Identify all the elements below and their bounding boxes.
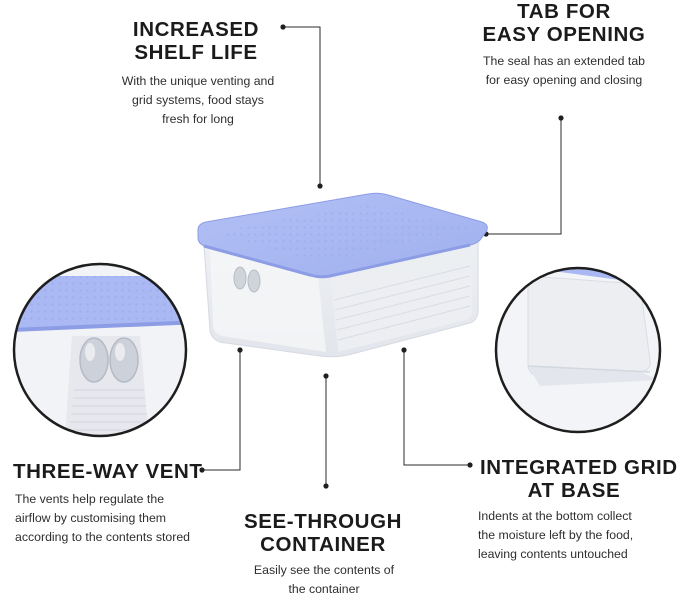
see-through-description: Easily see the contents of the container <box>253 563 395 596</box>
storage-container <box>197 192 488 358</box>
leader-easy-opening <box>486 118 562 235</box>
leader-dots <box>199 24 564 489</box>
see-through-heading: SEE-THROUGH CONTAINER <box>243 510 403 556</box>
lid-rim <box>203 243 471 279</box>
three-way-vent-heading: THREE-WAY VENT <box>13 460 203 483</box>
leader-integrated-grid <box>403 350 470 466</box>
container-base-grid <box>333 265 471 341</box>
leader-shelf-life <box>283 26 321 186</box>
leader-three-way-vent <box>202 350 241 471</box>
three-way-vent-description: The vents help regulate the airflow by c… <box>15 492 190 544</box>
leader-lines <box>202 26 562 486</box>
shelf-life-description: With the unique venting and grid systems… <box>121 74 275 126</box>
lid-grid-texture <box>214 205 470 263</box>
vent-zoom-circle <box>12 262 188 438</box>
integrated-grid-description: Indents at the bottom collect the moistu… <box>478 509 634 561</box>
easy-opening-description: The seal has an extended tab for easy op… <box>482 54 646 87</box>
shelf-life-heading: INCREASED SHELF LIFE <box>132 18 260 64</box>
easy-opening-heading: TAB FOR EASY OPENING <box>482 0 646 46</box>
integrated-grid-heading: INTEGRATED GRID AT BASE <box>480 456 678 502</box>
grid-zoom-circle <box>494 266 662 434</box>
vent-icon <box>233 266 261 293</box>
